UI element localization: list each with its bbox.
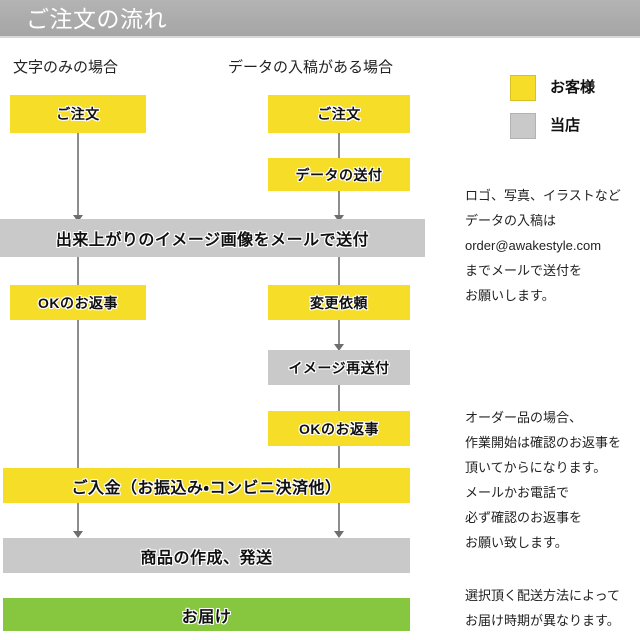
- note-order-line-6: お願い致します。: [465, 535, 568, 550]
- note-delivery-line-1: 選択頂く配送方法によって: [465, 588, 620, 603]
- arrowhead-left-payment-to-production: [73, 531, 83, 538]
- connector-right-image-to-change: [338, 257, 340, 285]
- flow-node-shared-production-shipping: 商品の作成、発送: [3, 538, 410, 573]
- connector-right-ok-to-payment: [338, 446, 340, 468]
- note-order-line-2: 作業開始は確認のお返事を: [465, 435, 622, 450]
- page-title: ご注文の流れ: [26, 6, 167, 32]
- legend-label-shop: 当店: [550, 117, 581, 134]
- flow-node-left-order: ご注文: [10, 95, 146, 133]
- note-data-line-3: までメールで送付を: [465, 263, 583, 278]
- column-heading-text-only: 文字のみの場合: [13, 59, 119, 76]
- flow-node-right-ok-reply: OKのお返事: [268, 411, 410, 446]
- legend-swatch-shop: [510, 113, 536, 139]
- note-data-line-1: ロゴ、写真、イラストなど: [465, 188, 621, 203]
- note-delivery-line-2: お届け時期が異なります。: [465, 613, 620, 628]
- connector-right-resend-to-ok: [338, 385, 340, 411]
- arrowhead-right-data-to-image: [334, 215, 344, 222]
- note-data-line-2: データの入稿は: [465, 213, 557, 228]
- note-order-line-5: 必ず確認のお返事を: [465, 510, 583, 525]
- note-data-line-4: お願いします。: [465, 288, 555, 303]
- connector-right-order-to-data: [338, 133, 340, 158]
- note-order-line-3: 頂いてからになります。: [465, 460, 607, 475]
- connector-left-ok-to-payment: [77, 320, 79, 468]
- arrowhead-right-payment-to-production: [334, 531, 344, 538]
- connector-left-payment-to-production: [77, 503, 79, 535]
- flow-node-left-ok-reply: OKのお返事: [10, 285, 146, 320]
- flow-node-right-send-data: データの送付: [268, 158, 410, 191]
- connector-left-image-to-ok: [77, 257, 79, 285]
- flow-node-right-image-resend: イメージ再送付: [268, 350, 410, 385]
- connector-right-change-to-resend: [338, 320, 340, 348]
- flow-node-shared-delivery: お届け: [3, 598, 410, 631]
- flow-node-right-change-request: 変更依頼: [268, 285, 410, 320]
- arrowhead-left-order-to-image: [73, 215, 83, 222]
- flow-node-right-order: ご注文: [268, 95, 410, 133]
- arrowhead-right-change-to-resend: [334, 344, 344, 351]
- legend-label-customer: お客様: [550, 79, 596, 96]
- column-heading-with-data: データの入稿がある場合: [228, 59, 394, 76]
- flow-node-shared-payment: ご入金（お振込み・コンビニ決済他）: [3, 468, 410, 503]
- connector-left-order-to-image: [77, 133, 79, 219]
- connector-right-data-to-image: [338, 191, 340, 219]
- legend-swatch-customer: [510, 75, 536, 101]
- connector-right-payment-to-production: [338, 503, 340, 535]
- header-bar: [0, 0, 640, 38]
- note-email-address[interactable]: order@awakestyle.com: [465, 238, 602, 253]
- note-order-line-4: メールかお電話で: [465, 485, 570, 500]
- note-order-line-1: オーダー品の場合、: [465, 410, 583, 425]
- flow-node-shared-image-email: 出来上がりのイメージ画像をメールで送付: [0, 219, 425, 257]
